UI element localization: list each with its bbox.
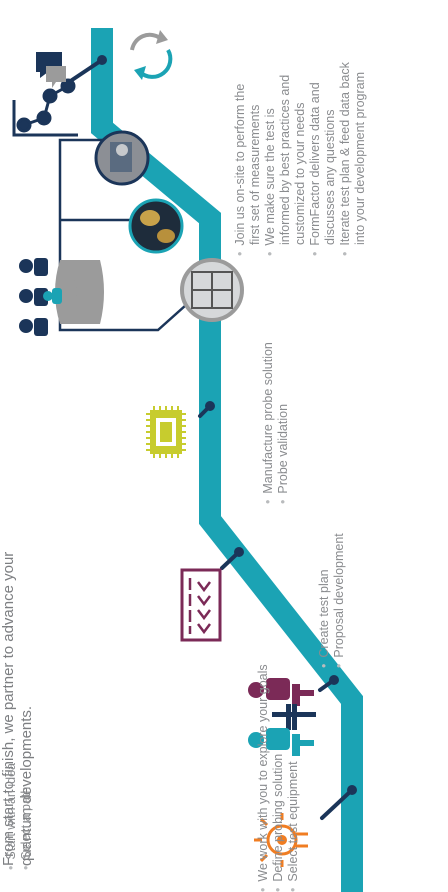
stage-3-bullets: Create test plan Proposal development [317, 533, 347, 668]
stage-5-bullet-cont: informed by best practices and [278, 74, 292, 245]
stage-5-bullet: Join us on-site to perform the [233, 62, 248, 256]
stage-1-bullets: Start with an idea Select a path [4, 763, 34, 870]
stage-5-bullets: Join us on-site to perform the first set… [233, 62, 368, 256]
stage-5-bullet: FormFactor delivers data and [308, 62, 323, 256]
probe-chip-icon [146, 406, 186, 458]
stage-5-bullet-cont: discusses any questions [323, 109, 337, 246]
onsite-team-icon [12, 30, 244, 336]
stage-4-bullet: Manufacture probe solution [261, 342, 276, 504]
stage-3-bullet: Create test plan [317, 533, 332, 668]
stage-2-bullet: Define probing solution [271, 664, 286, 892]
stage-2-bullet: We work with you to explore your goals [256, 664, 271, 892]
stage-1-bullet: Select a path [19, 763, 34, 870]
stage-5-bullet-cont: customized to your needs [293, 102, 307, 245]
stage-5-bullet: We make sure the test is [263, 62, 278, 256]
stage-2-bullet: Select test equipment [286, 664, 301, 892]
roadmap-road [91, 28, 363, 892]
test-plan-board-icon [180, 568, 222, 642]
stage-4-bullets: Manufacture probe solution Probe validat… [261, 342, 291, 504]
stage-1-bullet: Start with an idea [4, 763, 19, 870]
stage-connectors [70, 55, 357, 820]
stage-5-bullet: Iterate test plan & feed data back [338, 62, 353, 256]
stage-5-bullet-cont: first set of measurements [248, 104, 262, 245]
stage-4-bullet: Probe validation [276, 342, 291, 504]
stage-3-bullet: Proposal development [332, 533, 347, 668]
stage-2-bullets: We work with you to explore your goals D… [256, 664, 301, 892]
stage-5-bullet-cont: into your development program [353, 71, 367, 245]
